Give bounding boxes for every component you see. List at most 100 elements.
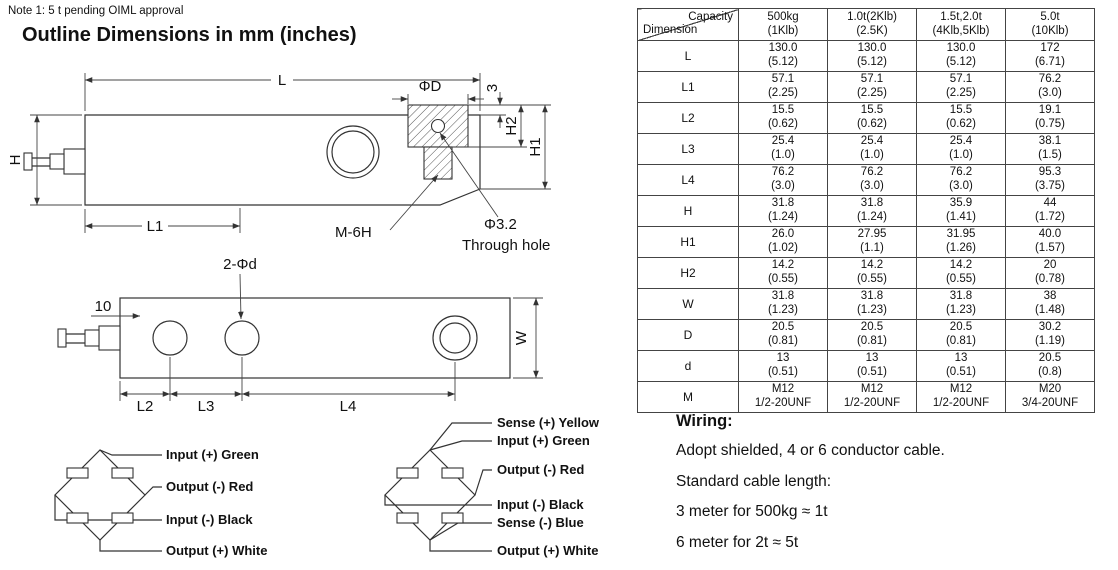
- dimension-cell: H: [637, 195, 739, 227]
- wire-label: Output (+) White: [497, 543, 598, 558]
- table-cell: 25.4(1.0): [916, 133, 1006, 165]
- table-cell: 14.2(0.55): [916, 257, 1006, 289]
- resistor: [111, 512, 134, 524]
- table-cell: 38(1.48): [1005, 288, 1095, 320]
- dim-label-L1: L1: [147, 218, 164, 235]
- table-cell: 20.5(0.81): [738, 319, 828, 351]
- capacity-label: Capacity: [688, 11, 733, 23]
- table-cell: 44(1.72): [1005, 195, 1095, 227]
- table-cell: 76.2(3.0): [1005, 71, 1095, 103]
- resistor: [66, 512, 89, 524]
- table-cell: 14.2(0.55): [738, 257, 828, 289]
- dimension-cell: M: [637, 381, 739, 413]
- table-cell: 76.2(3.0): [916, 164, 1006, 196]
- dim-label-3: 3: [484, 84, 501, 92]
- table-cell: 20.5(0.81): [916, 319, 1006, 351]
- resistor: [396, 512, 419, 524]
- side-view: L ΦD 3 H2 H1 H L1 M-6H: [7, 71, 551, 254]
- mount-hole-1: [152, 320, 188, 356]
- table-cell: 19.1(0.75): [1005, 102, 1095, 134]
- table-cell: 35.9(1.41): [916, 195, 1006, 227]
- table-cell: 13(0.51): [827, 350, 917, 382]
- dim-label-L2: L2: [137, 398, 154, 415]
- dimension-cell: W: [637, 288, 739, 320]
- through-hole-small: [430, 118, 446, 134]
- through-hole-label: Through hole: [462, 237, 550, 254]
- table-cell: 130.0(5.12): [738, 40, 828, 72]
- oiml-note: Note 1: 5 t pending OIML approval: [8, 5, 184, 17]
- table-cell: 40.0(1.57): [1005, 226, 1095, 258]
- capacity-column-header: 1.0t(2Klb)(2.5K): [827, 8, 917, 41]
- table-cell: 26.0(1.02): [738, 226, 828, 258]
- dim-label-2phid: 2-Φd: [223, 256, 257, 273]
- wire-label: Input (+) Green: [497, 433, 590, 448]
- page-title: Outline Dimensions in mm (inches): [22, 24, 357, 46]
- wire-label: Input (-) Black: [497, 497, 584, 512]
- table-cell: 31.8(1.24): [827, 195, 917, 227]
- table-cell: 76.2(3.0): [738, 164, 828, 196]
- dim-label-L4: L4: [340, 398, 357, 415]
- table-cell: 13(0.51): [738, 350, 828, 382]
- table-cell: 31.8(1.23): [827, 288, 917, 320]
- table-cell: 14.2(0.55): [827, 257, 917, 289]
- table-cell: 38.1(1.5): [1005, 133, 1095, 165]
- capacity-column-header: 500kg(1Klb): [738, 8, 828, 41]
- dimension-cell: L2: [637, 102, 739, 134]
- thread-spec-label: M-6H: [335, 224, 372, 241]
- table-cell: 30.2(1.19): [1005, 319, 1095, 351]
- outline-dimensions-drawing: L ΦD 3 H2 H1 H L1 M-6H: [7, 71, 600, 558]
- wire-label: Output (-) Red: [166, 479, 253, 494]
- table-cell: 31.8(1.23): [916, 288, 1006, 320]
- capacity-column-header: 1.5t,2.0t(4Klb,5Klb): [916, 8, 1006, 41]
- table-cell: 57.1(2.25): [738, 71, 828, 103]
- table-cell: 31.95(1.26): [916, 226, 1006, 258]
- resistor: [441, 512, 464, 524]
- table-cell: 130.0(5.12): [827, 40, 917, 72]
- resistor: [441, 467, 464, 479]
- wiring-heading: Wiring:: [676, 412, 733, 430]
- loadcell-body-plan: [119, 297, 511, 379]
- load-hole-inner: [439, 322, 471, 354]
- wire-label: Output (+) White: [166, 543, 267, 558]
- wire-label: Sense (+) Yellow: [497, 415, 600, 430]
- table-cell: 27.95(1.1): [827, 226, 917, 258]
- plan-view: 2-Φd 10 W L2 L3 L4: [57, 256, 543, 415]
- table-cell: 130.0(5.12): [916, 40, 1006, 72]
- table-cell: 57.1(2.25): [916, 71, 1006, 103]
- table-cell: 25.4(1.0): [827, 133, 917, 165]
- resistor: [66, 467, 89, 479]
- dimension-cell: H1: [637, 226, 739, 258]
- large-bore-inner: [331, 130, 375, 174]
- dim-label-L: L: [278, 72, 286, 89]
- resistor: [396, 467, 419, 479]
- table-cell: 31.8(1.23): [738, 288, 828, 320]
- table-header-row: Capacity Dimension 500kg(1Klb)1.0t(2Klb)…: [637, 8, 1095, 41]
- dim-label-H: H: [7, 155, 24, 166]
- table-cell: 25.4(1.0): [738, 133, 828, 165]
- dimension-cell: L3: [637, 133, 739, 165]
- dimension-cell: D: [637, 319, 739, 351]
- resistor: [111, 467, 134, 479]
- dimension-cell: L4: [637, 164, 739, 196]
- dim-label-L3: L3: [198, 398, 215, 415]
- bridge-6wire-diagram: Sense (+) Yellow Input (+) Green Output …: [384, 415, 600, 558]
- capacity-column-header: 5.0t(10Klb): [1005, 8, 1095, 41]
- wiring-line: Standard cable length:: [676, 472, 832, 490]
- table-cell: 76.2(3.0): [827, 164, 917, 196]
- cable-side: [23, 148, 86, 175]
- table-cell: 95.3(3.75): [1005, 164, 1095, 196]
